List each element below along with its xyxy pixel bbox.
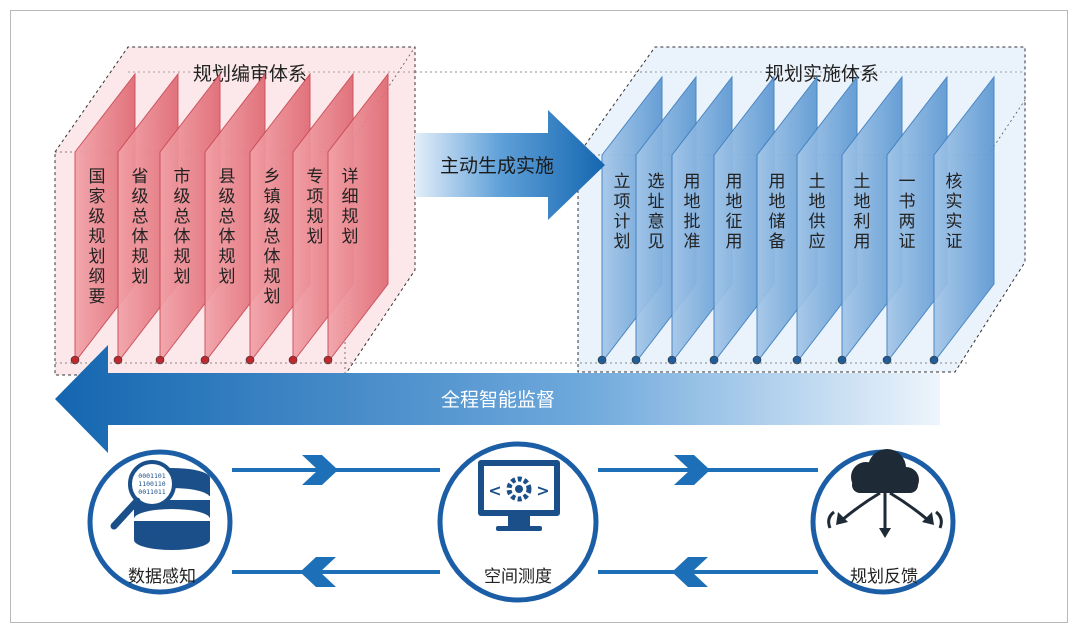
right-group-title: 规划实施体系 <box>765 63 879 85</box>
right-panel-dot <box>709 355 719 365</box>
node-label-data-perception: 数据感知 <box>128 567 196 587</box>
backward-arrow: 全程智能监督 <box>55 345 940 453</box>
right-panel-dot <box>597 355 607 365</box>
left-panel-label: 市级总体规划 <box>174 167 191 287</box>
right-panels <box>597 75 995 365</box>
left-panel-label: 国家级规划纲要 <box>89 167 106 307</box>
svg-text:1100110: 1100110 <box>138 480 165 488</box>
svg-text:0011011: 0011011 <box>138 488 165 496</box>
cloud-arrows-icon <box>827 449 943 538</box>
node-spatial-measure: < > 空间测度 <box>437 441 599 603</box>
left-panel-label: 专项规划 <box>307 167 324 247</box>
chevron-left-icon <box>300 557 336 587</box>
right-panel-label: 一书两证 <box>899 172 916 252</box>
right-panel-dot <box>929 355 939 365</box>
left-panel <box>327 72 389 364</box>
right-panel-label: 土地供应 <box>809 172 826 252</box>
left-panel-dot <box>70 355 80 365</box>
right-panel-label: 用地批准 <box>684 172 701 252</box>
forward-arrow: 主动生成实施 <box>415 110 605 220</box>
right-panel-label: 立项计划 <box>614 172 631 252</box>
svg-text:>: > <box>536 481 549 500</box>
chevron-right-icon <box>674 455 710 485</box>
monitor-gear-icon: < > <box>478 460 560 531</box>
left-panel-labels: 国家级规划纲要 省级总体规划 市级总体规划 县级总体规划 乡镇级总体规划 专项规划 详细规划 <box>89 167 359 307</box>
left-panel-dot <box>323 355 333 365</box>
right-panel-dot <box>752 355 762 365</box>
right-panel-dot <box>631 355 641 365</box>
left-panel-label: 乡镇级总体规划 <box>264 167 281 307</box>
node-label-spatial-measure: 空间测度 <box>484 567 552 587</box>
right-panel-label: 核实实证 <box>946 172 963 252</box>
right-panel-label: 土地利用 <box>854 172 871 252</box>
left-panels <box>70 72 389 365</box>
node-label-planning-feedback: 规划反馈 <box>850 567 918 587</box>
database-magnifier-icon: 0001101 1100110 0011011 <box>110 460 210 550</box>
left-panel-dot <box>113 355 123 365</box>
left-group-title: 规划编审体系 <box>193 63 307 85</box>
right-panel-label: 用地征用 <box>726 172 743 252</box>
right-panel-dot <box>882 355 892 365</box>
svg-text:0001101: 0001101 <box>138 472 165 480</box>
left-panel-dot <box>245 355 255 365</box>
svg-text:<: < <box>488 481 501 500</box>
right-panel <box>933 75 995 364</box>
node-connectors <box>232 455 818 587</box>
right-panel-label: 用地储备 <box>769 172 786 252</box>
right-panel-dot <box>792 355 802 365</box>
left-panel-label: 省级总体规划 <box>132 167 149 287</box>
left-panel-dot <box>288 355 298 365</box>
node-planning-feedback: 规划反馈 <box>810 449 956 595</box>
right-panel-label: 选址意见 <box>648 172 665 252</box>
left-panel-label: 详细规划 <box>342 167 359 247</box>
forward-arrow-label: 主动生成实施 <box>440 155 554 177</box>
backward-arrow-label: 全程智能监督 <box>441 389 555 411</box>
right-panel-dot <box>837 355 847 365</box>
left-panel-dot <box>155 355 165 365</box>
left-panel-dot <box>200 355 210 365</box>
chevron-right-icon <box>302 455 338 485</box>
chevron-left-icon <box>672 557 708 587</box>
left-group: 规划编审体系 国家级规划纲要 省级总体规划 市级总体规划 县级总体规划 乡镇级总体规划 专… <box>54 46 416 376</box>
left-panel-label: 县级总体规划 <box>219 167 236 287</box>
node-data-perception: 0001101 1100110 0011011 数据感知 <box>87 449 233 595</box>
right-panel-dot <box>667 355 677 365</box>
